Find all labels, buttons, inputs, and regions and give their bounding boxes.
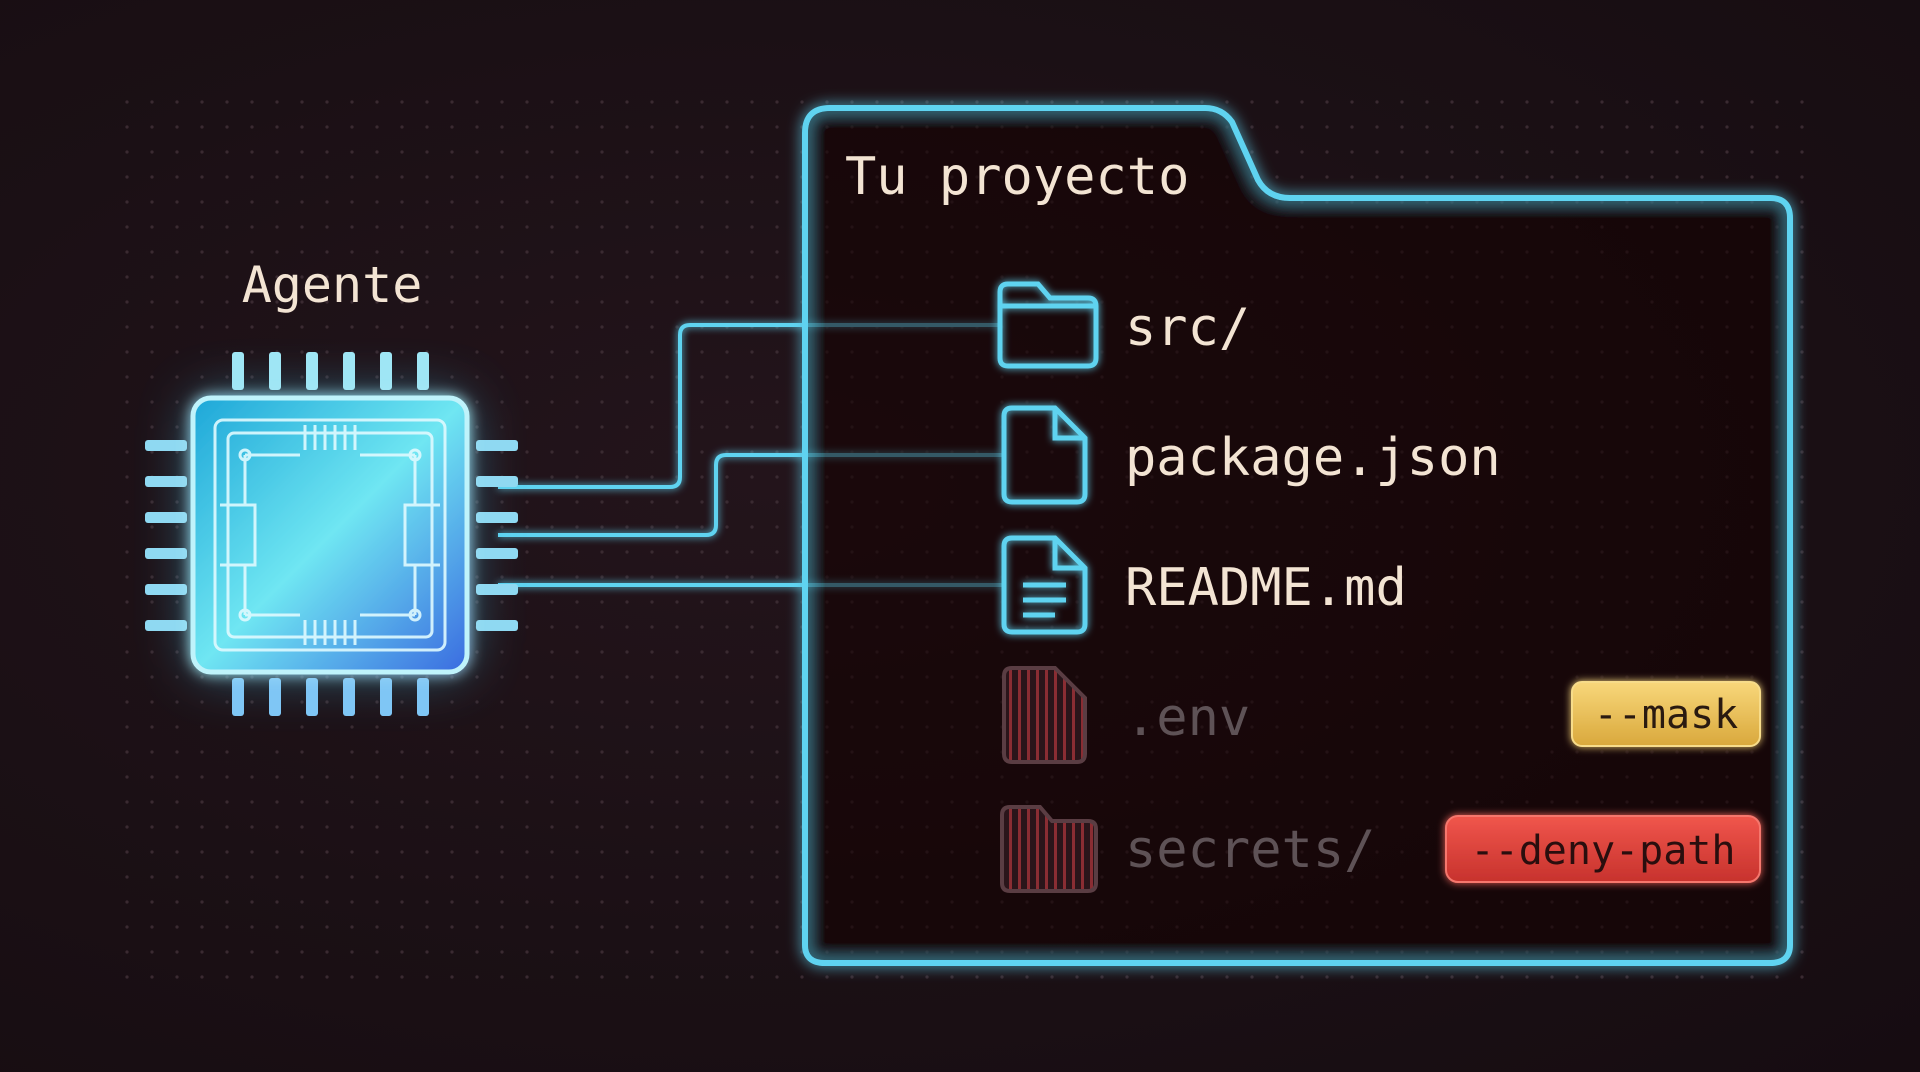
project-title: Tu proyecto	[845, 147, 1189, 207]
folder-striped-icon	[1000, 805, 1098, 893]
file-name-env: .env	[1125, 688, 1250, 748]
file-name-secrets: secrets/	[1125, 820, 1375, 880]
deny-path-flag-label: --deny-path	[1471, 828, 1736, 874]
chip-pins-left	[145, 440, 187, 631]
file-icon	[1001, 405, 1088, 505]
chip-pins-bottom	[232, 678, 429, 716]
connector-src	[498, 323, 1000, 489]
agent-chip	[145, 352, 518, 716]
file-list: src/ package.json README.md .env --mask …	[997, 281, 1761, 893]
file-row-env: .env --mask	[1002, 666, 1761, 764]
file-row-src: src/	[997, 281, 1250, 369]
chip-pins-right	[476, 440, 518, 631]
file-row-package-json: package.json	[1001, 405, 1501, 505]
file-name-src: src/	[1125, 298, 1250, 358]
folder-icon	[997, 281, 1099, 369]
file-row-secrets: secrets/ --deny-path	[1000, 805, 1761, 893]
chip-circuitry	[213, 418, 447, 652]
chip-pins-top	[232, 352, 429, 390]
file-text-icon	[1001, 535, 1088, 635]
cpu-chip-icon	[190, 395, 470, 675]
file-striped-icon	[1002, 666, 1087, 764]
deny-path-flag-badge	[1445, 815, 1761, 883]
mask-flag-badge	[1571, 681, 1761, 747]
file-name-package-json: package.json	[1125, 428, 1501, 488]
agent-label: Agente	[242, 256, 423, 314]
file-name-readme: README.md	[1125, 558, 1407, 618]
mask-flag-label: --mask	[1594, 692, 1739, 738]
file-row-readme: README.md	[1001, 535, 1407, 635]
connector-package-json	[498, 453, 1003, 537]
